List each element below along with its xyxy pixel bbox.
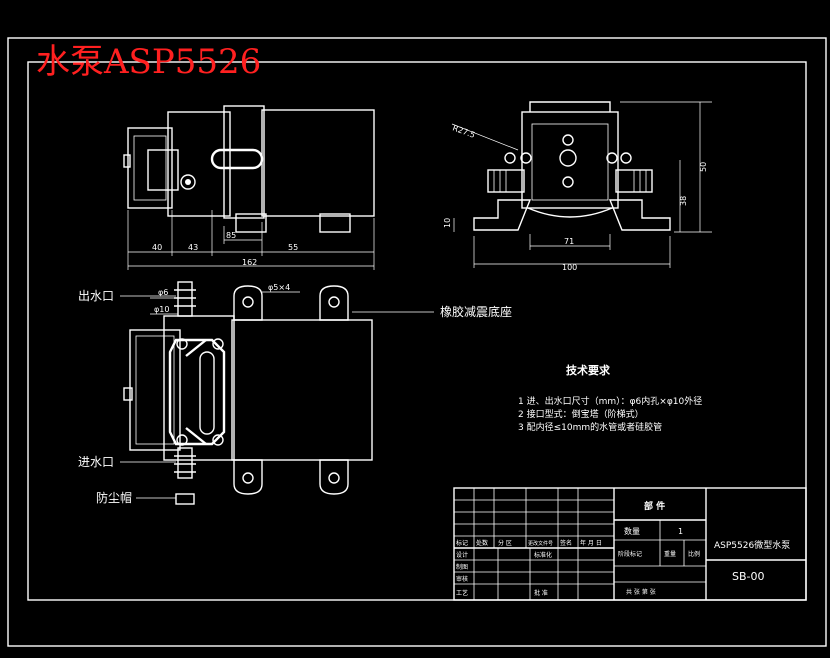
tech-requirement-2: 2 接口型式：倒宝塔（阶梯式） [518,408,644,420]
tb-weight: 重量 [664,550,676,558]
label-rubber-base: 橡胶减震底座 [440,304,512,319]
dim-phi5x4: φ5×4 [268,283,290,292]
tb-header-count: 处数 [476,539,488,547]
dim-71: 71 [564,237,574,246]
dim-85: 85 [226,231,236,240]
tb-header-date: 年 月 日 [580,539,602,547]
tb-standardize: 标准化 [534,551,552,559]
tb-sheets: 共 张 第 张 [626,588,656,596]
tb-parts: 部 件 [644,500,665,512]
tb-header-zone: 分 区 [498,539,512,547]
front-view [120,281,434,505]
tb-drawing-no: SB-00 [732,570,765,583]
tb-process: 工艺 [456,589,468,597]
dim-40: 40 [152,243,162,252]
dim-100: 100 [562,263,577,272]
drawing-title: 水泵ASP5526 [36,42,261,82]
dim-38: 38 [679,196,688,206]
dim-r27-5: R27.5 [451,123,476,139]
tb-stage-mark: 阶段标记 [618,550,642,558]
tech-requirement-1: 1 进、出水口尺寸（mm）：φ6内孔×φ10外径 [518,395,702,407]
tb-draw: 制图 [456,563,468,571]
tb-review: 审核 [456,575,468,583]
tb-qty-value: 1 [678,527,683,536]
tb-scale: 比例 [688,550,700,558]
tech-requirements-heading: 技术要求 [566,363,611,377]
dim-50: 50 [699,162,708,172]
tb-header-mark: 标记 [456,539,468,547]
tb-qty-label: 数量 [624,526,640,536]
label-inlet: 进水口 [78,455,114,469]
dim-55: 55 [288,243,298,252]
outer-border [7,37,827,647]
label-outlet: 出水口 [78,289,114,303]
dim-43: 43 [188,243,198,252]
dim-10: 10 [443,218,452,228]
tb-design: 设计 [456,551,468,559]
dim-162: 162 [242,258,257,267]
inner-border [27,61,807,601]
tb-header-sign: 签名 [560,539,572,547]
tb-header-file: 更改文件号 [528,540,553,547]
tech-requirement-3: 3 配内径≤10mm的水管或者硅胶管 [518,421,662,433]
tb-product-name: ASP5526微型水泵 [714,539,790,551]
top-view [123,105,375,270]
side-view [451,101,712,268]
title-block [453,487,807,601]
dim-phi10: φ10 [154,305,169,314]
tb-approve: 批 准 [534,589,548,597]
label-dust-cap: 防尘帽 [96,490,132,505]
dim-phi6: φ6 [158,288,168,297]
